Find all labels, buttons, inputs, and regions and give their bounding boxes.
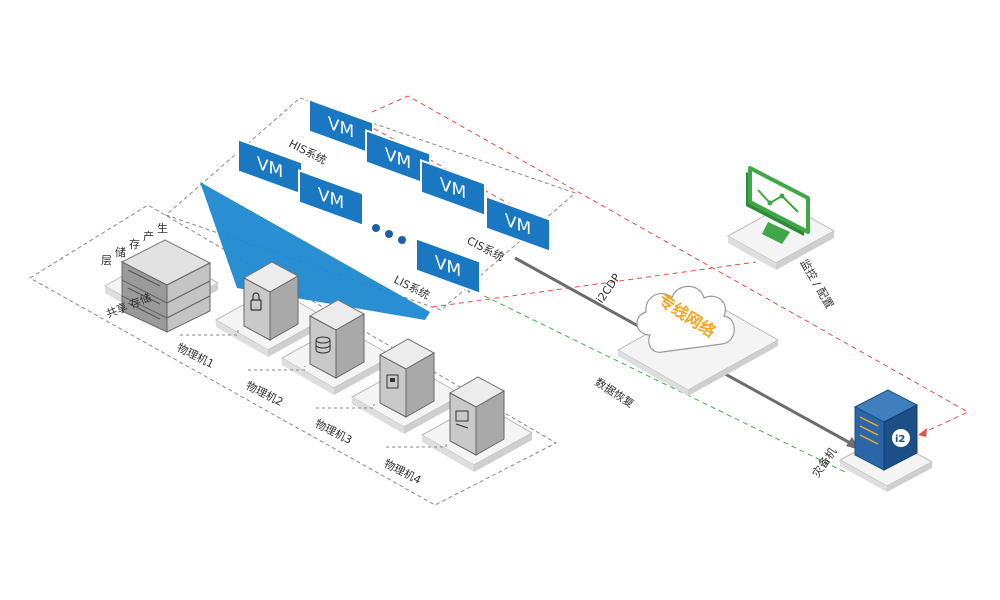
vm-region-outline (165, 97, 576, 311)
i2-server-icon (838, 389, 934, 492)
data-recovery-line (467, 287, 846, 473)
vm-tile: VM (420, 158, 486, 218)
title-char-5: 层 (101, 254, 112, 267)
title-char-4: 储 (115, 245, 126, 259)
monitor-config-label: 监控 / 配置 (797, 257, 836, 311)
vm-tile: VM (415, 236, 481, 296)
physical-region-outline (29, 204, 558, 506)
title-char-1: 生 (157, 221, 168, 235)
cloud-icon (616, 285, 780, 396)
data-recovery-label: 数据恢复 (592, 375, 637, 411)
i2cdp-label: i2CDP (594, 271, 624, 306)
monitor-icon (726, 166, 836, 270)
physical-machine-2-label: 物理机2 (244, 378, 286, 409)
machine-connectors (180, 330, 447, 448)
vm-tiles: VM VM VM VM VM VM VM (237, 97, 551, 296)
more-vms-ellipsis (372, 224, 406, 244)
title-char-2: 产 (143, 229, 154, 243)
physical-machine-4-label: 物理机4 (382, 456, 424, 487)
vm-tile: VM (308, 97, 374, 157)
storage-rack-icon (103, 239, 220, 333)
production-storage-title: 生 产 存 储 层 (101, 221, 168, 267)
monitor-server-icon (420, 376, 534, 472)
title-char-3: 存 (129, 237, 140, 251)
physical-machine-1-label: 物理机1 (175, 340, 217, 371)
physical-machine-3-label: 物理机3 (313, 416, 355, 447)
i2-logo: i2 (895, 434, 905, 445)
database-server-icon (280, 299, 394, 395)
vm-tile: VM (485, 194, 551, 254)
backup-server-icon (350, 338, 464, 434)
arrowhead-red-1 (918, 428, 927, 437)
backup-machine-label: 灾备机 (809, 445, 839, 480)
vm-tile: VM (298, 168, 364, 228)
